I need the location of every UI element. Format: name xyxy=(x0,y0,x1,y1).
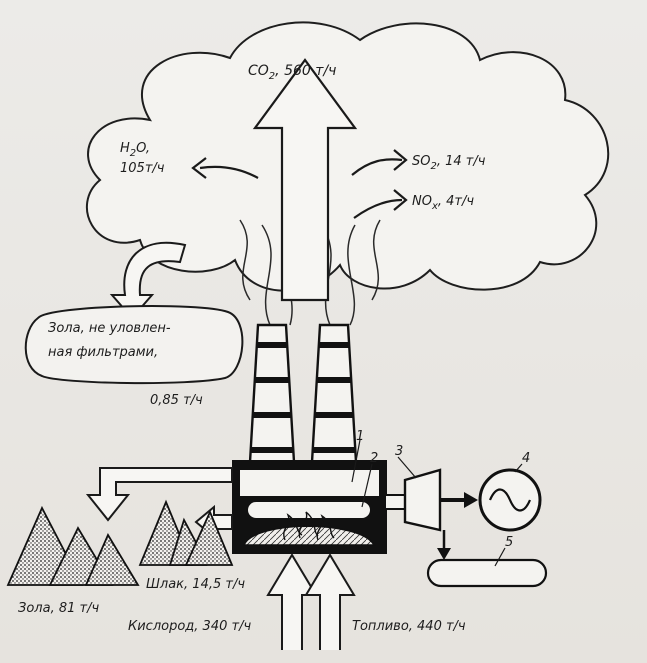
h2o-rate: 105т/ч xyxy=(120,161,165,176)
ash-uncaptured-bubble xyxy=(24,305,244,385)
ash-removal-arrow xyxy=(85,467,233,522)
part-3-number: 3 xyxy=(395,444,403,459)
co2-label: CO2, 560 т/ч xyxy=(248,63,336,82)
smoke-cloud xyxy=(86,21,610,292)
chimney-left xyxy=(248,323,296,464)
ash-uncaptured-rate: 0,85 т/ч xyxy=(150,393,203,408)
part-5-leader xyxy=(494,547,506,567)
condenser xyxy=(426,558,548,588)
h2o-label: H2O, xyxy=(120,141,150,159)
so2-arrow xyxy=(351,149,408,176)
slag-piles xyxy=(138,499,234,566)
boiler xyxy=(232,460,387,554)
part-4-number: 4 xyxy=(522,451,530,466)
nox-label: NOx, 4т/ч xyxy=(412,194,474,212)
h2o-arrow xyxy=(191,157,259,179)
part-5-number: 5 xyxy=(505,535,513,550)
part-2-number: 2 xyxy=(370,451,378,466)
steam-pipe xyxy=(384,494,408,510)
part-3-leader xyxy=(397,456,417,479)
oxygen-label: Кислород, 340 т/ч xyxy=(128,619,251,634)
chimney-right xyxy=(310,323,358,464)
shaft-arrow xyxy=(440,492,478,508)
part-leaders xyxy=(351,439,373,508)
condenser-link xyxy=(437,530,451,560)
part-1-number: 1 xyxy=(356,429,364,444)
ash-label: Зола, 81 т/ч xyxy=(18,601,99,616)
fuel-label: Топливо, 440 т/ч xyxy=(352,619,466,634)
generator xyxy=(478,463,542,532)
oxygen-inlet-arrow xyxy=(266,553,318,650)
flame-icon xyxy=(283,511,335,541)
slag-label: Шлак, 14,5 т/ч xyxy=(146,577,245,592)
sine-wave-icon xyxy=(488,488,532,512)
fuel-inlet-arrow xyxy=(304,553,356,650)
turbine xyxy=(403,468,442,532)
so2-label: SO2, 14 т/ч xyxy=(412,154,486,172)
ash-uncaptured-line1: Зола, не уловлен- xyxy=(48,321,171,336)
co2-emission-arrow xyxy=(252,58,358,302)
nox-arrow xyxy=(353,189,408,219)
ash-piles xyxy=(6,505,140,586)
ash-uncaptured-line2: ная фильтрами, xyxy=(48,345,158,360)
